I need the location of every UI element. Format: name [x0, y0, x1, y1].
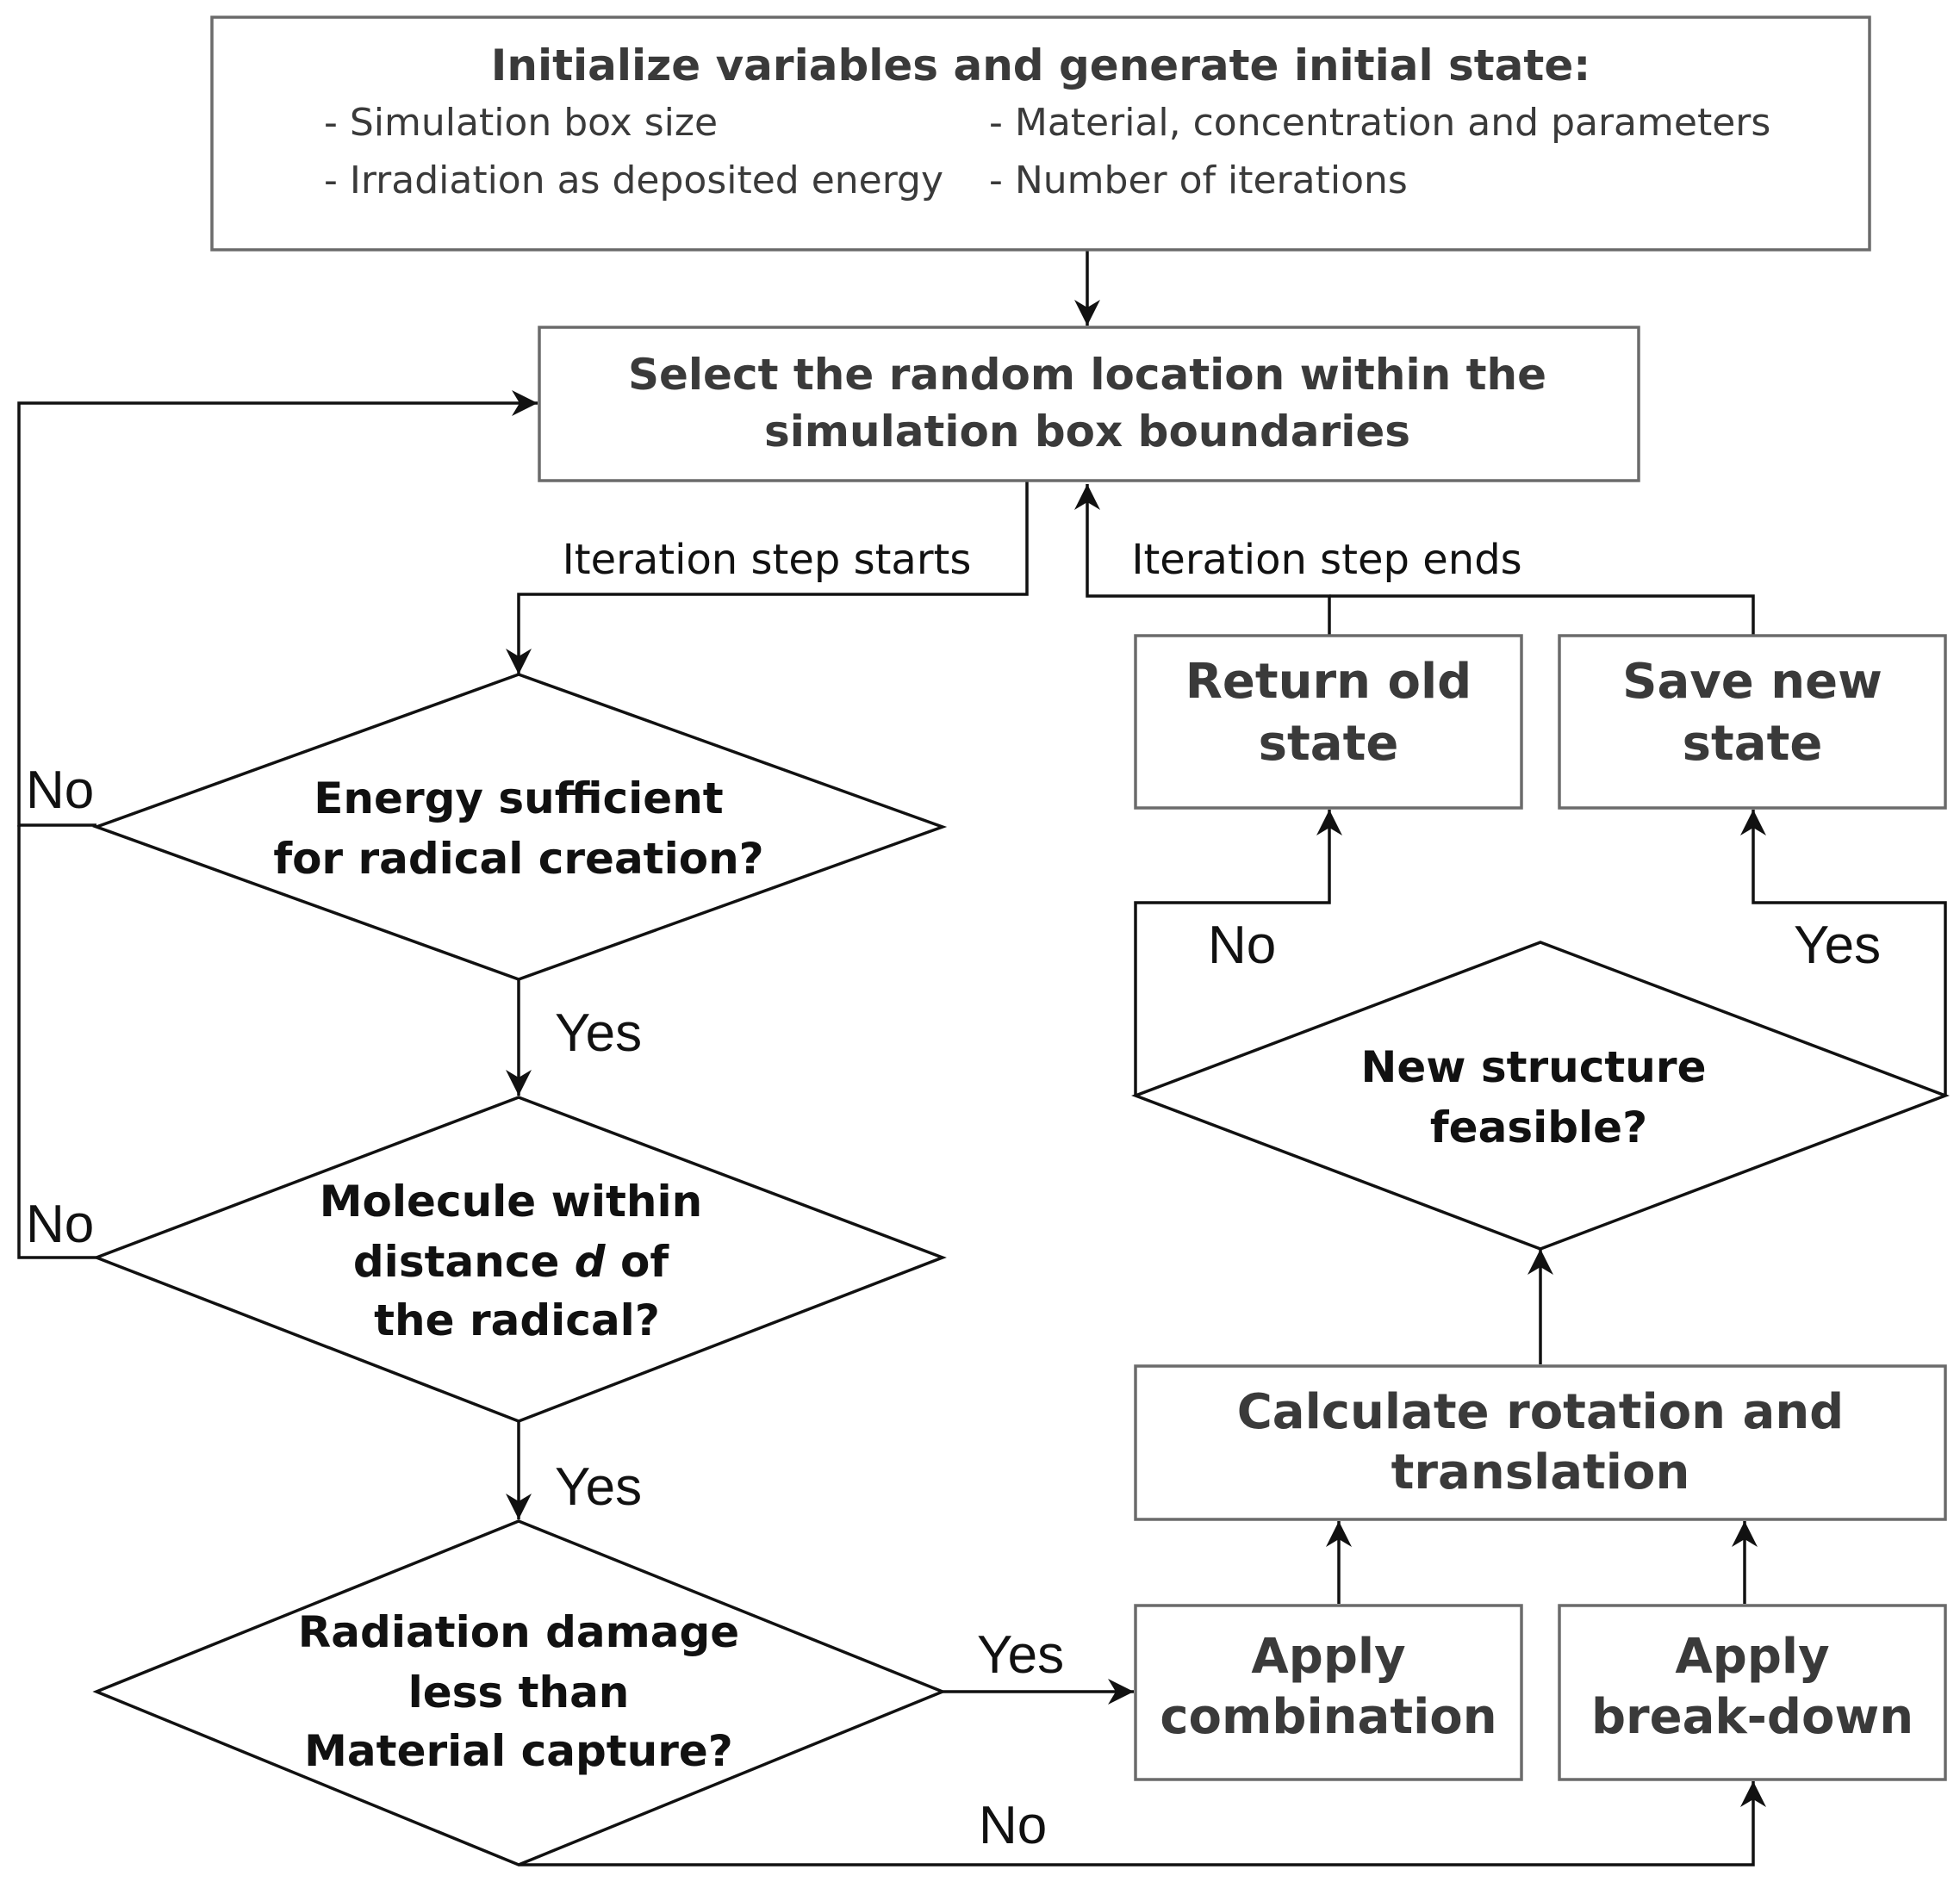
label-energy-no: No [26, 761, 94, 820]
decision-feasible-line1: New structure [1361, 1042, 1707, 1092]
calculate-line2: translation [1391, 1444, 1690, 1500]
edge-labels: Iteration step starts Iteration step end… [26, 536, 1881, 1855]
return-old-state-box: Return old state [1134, 634, 1523, 810]
select-location-box: Select the random location within the si… [538, 326, 1640, 482]
decision-molecule: Molecule within distance d of the radica… [92, 1096, 947, 1423]
decision-energy-line1: Energy sufficient [314, 773, 723, 823]
decision-molecule-line1: Molecule within [320, 1177, 702, 1227]
init-item-iterations: - Number of iterations [989, 158, 1408, 202]
apply-combination-box: Apply combination [1134, 1604, 1523, 1781]
decision-feasible-line2: feasible? [1430, 1102, 1647, 1152]
arrow-feasible-yes [1740, 810, 1947, 1096]
decision-radiation-line2: less than [408, 1668, 630, 1717]
apply-combination-line1: Apply [1251, 1629, 1405, 1685]
label-energy-yes: Yes [555, 1003, 642, 1063]
label-molecule-yes: Yes [555, 1457, 642, 1517]
init-item-irradiation: - Irradiation as deposited energy [324, 158, 943, 202]
decision-energy-line2: for radical creation? [273, 834, 763, 884]
save-new-state-box: Save new state [1558, 634, 1947, 810]
init-box: Initialize variables and generate initia… [210, 16, 1871, 252]
save-new-line2: state [1683, 716, 1823, 772]
connectors [17, 250, 1947, 1866]
label-radiation-yes: Yes [977, 1625, 1064, 1685]
init-item-material: - Material, concentration and parameters [989, 101, 1770, 145]
arrow-radiation-no [519, 1781, 1766, 1866]
calculate-box: Calculate rotation and translation [1134, 1364, 1947, 1521]
return-old-line1: Return old [1185, 654, 1472, 710]
select-location-line1: Select the random location within the [628, 350, 1546, 400]
label-step-ends: Iteration step ends [1131, 536, 1521, 584]
label-feasible-yes: Yes [1794, 916, 1881, 975]
label-step-starts: Iteration step starts [563, 536, 972, 584]
decision-molecule-line3: the radical? [374, 1295, 660, 1345]
decision-radiation-line1: Radiation damage [298, 1607, 739, 1657]
arrow-feasible-no [1134, 810, 1342, 1096]
label-molecule-no: No [26, 1195, 94, 1254]
apply-breakdown-line1: Apply [1675, 1629, 1829, 1685]
select-location-line2: simulation box boundaries [764, 407, 1410, 457]
apply-breakdown-line2: break-down [1591, 1689, 1913, 1745]
apply-combination-line2: combination [1160, 1689, 1496, 1745]
arrow-select-to-energy [506, 480, 1029, 674]
decision-energy: Energy sufficient for radical creation? [91, 673, 948, 981]
return-old-line2: state [1259, 716, 1399, 772]
arrow-molecule-no-loop [17, 825, 96, 1259]
arrow-energy-no-loop [17, 390, 538, 827]
decision-radiation-line3: Material capture? [304, 1726, 733, 1776]
label-radiation-no: No [979, 1796, 1047, 1855]
calculate-line1: Calculate rotation and [1237, 1384, 1845, 1440]
save-new-line1: Save new [1622, 654, 1882, 710]
arrow-return-to-select [1074, 484, 1331, 635]
label-feasible-no: No [1208, 916, 1276, 975]
init-item-box-size: - Simulation box size [324, 101, 718, 145]
arrow-save-join [1329, 594, 1755, 635]
init-title: Initialize variables and generate initia… [491, 40, 1590, 90]
decision-feasible: New structure feasible? [1131, 941, 1950, 1251]
apply-breakdown-box: Apply break-down [1558, 1604, 1947, 1781]
decision-radiation: Radiation damage less than Material capt… [92, 1519, 947, 1866]
decision-molecule-line2: distance d of [353, 1237, 669, 1287]
